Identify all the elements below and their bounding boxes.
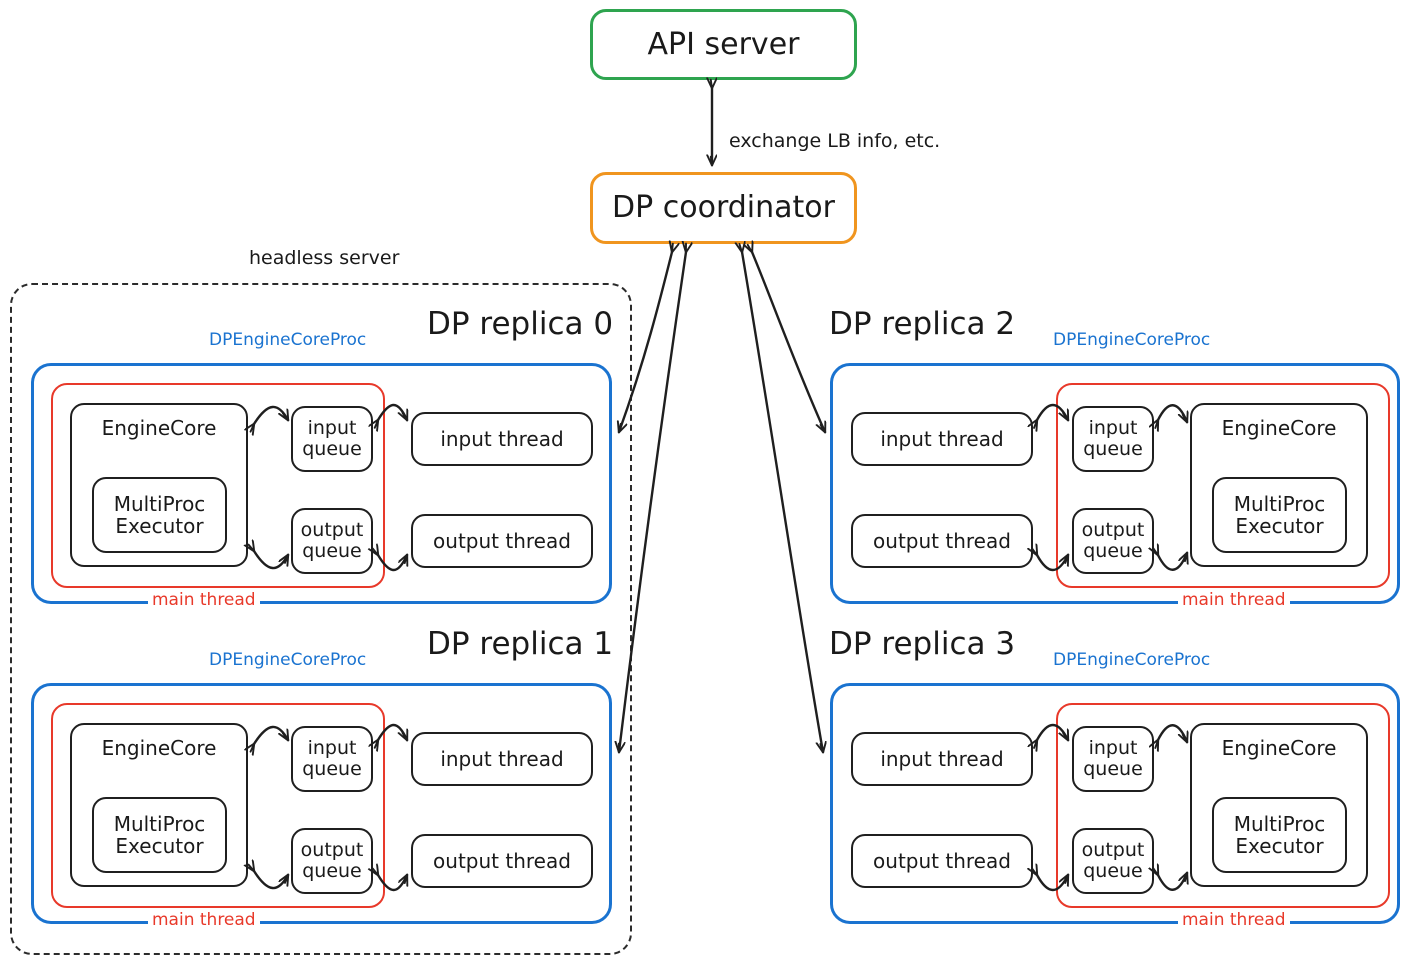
replica-2-engine-core[interactable]: EngineCore: [1190, 403, 1368, 567]
headless-server-label: headless server: [249, 247, 400, 269]
replica-0-output-thread[interactable]: output thread: [411, 514, 593, 568]
replica-2-input-thread[interactable]: input thread: [851, 412, 1033, 466]
replica-3-engine-core[interactable]: EngineCore: [1190, 723, 1368, 887]
replica-2-output-queue[interactable]: output queue: [1072, 508, 1154, 574]
replica-3-proc-label: DPEngineCoreProc: [1053, 650, 1211, 670]
exchange-link-label: exchange LB info, etc.: [729, 130, 941, 152]
replica-2-multiproc-executor[interactable]: MultiProc Executor: [1212, 477, 1347, 553]
replica-0-output-queue[interactable]: output queue: [291, 508, 373, 574]
replica-1-output-queue[interactable]: output queue: [291, 828, 373, 894]
replica-3-output-thread[interactable]: output thread: [851, 834, 1033, 888]
replica-1-input-queue[interactable]: input queue: [291, 726, 373, 792]
replica-2-proc-label: DPEngineCoreProc: [1053, 330, 1211, 350]
replica-1-title: DP replica 1: [427, 626, 614, 662]
replica-1-output-thread[interactable]: output thread: [411, 834, 593, 888]
replica-2-main-thread-label: main thread: [1178, 590, 1290, 610]
replica-0-proc-frame: [31, 363, 612, 604]
replica-3-main-thread-frame: [1056, 703, 1390, 908]
replica-2-input-queue[interactable]: input queue: [1072, 406, 1154, 472]
replica-0-main-thread-frame: [51, 383, 385, 588]
replica-3-input-queue[interactable]: input queue: [1072, 726, 1154, 792]
replica-0-proc-label: DPEngineCoreProc: [209, 330, 367, 350]
replica-1-multiproc-executor[interactable]: MultiProc Executor: [92, 797, 227, 873]
replica-0-multiproc-executor[interactable]: MultiProc Executor: [92, 477, 227, 553]
replica-2-title: DP replica 2: [829, 306, 1016, 342]
replica-1-proc-label: DPEngineCoreProc: [209, 650, 367, 670]
replica-3-engine-core-label: EngineCore: [1221, 736, 1337, 760]
replica-3-multiproc-executor[interactable]: MultiProc Executor: [1212, 797, 1347, 873]
replica-3-proc-frame: [830, 683, 1400, 924]
replica-2-engine-core-label: EngineCore: [1221, 416, 1337, 440]
replica-0-input-queue[interactable]: input queue: [291, 406, 373, 472]
replica-0-main-thread-label: main thread: [148, 590, 260, 610]
replica-2-main-thread-frame: [1056, 383, 1390, 588]
replica-3-output-queue[interactable]: output queue: [1072, 828, 1154, 894]
replica-2-output-thread[interactable]: output thread: [851, 514, 1033, 568]
replica-1-main-thread-frame: [51, 703, 385, 908]
replica-1-engine-core-label: EngineCore: [101, 736, 217, 760]
arrow-coordinator-replica-2: [752, 252, 825, 432]
replica-0-engine-core-label: EngineCore: [101, 416, 217, 440]
dp-coordinator-box[interactable]: DP coordinator: [590, 172, 857, 244]
replica-1-main-thread-label: main thread: [148, 910, 260, 930]
replica-2-proc-frame: [830, 363, 1400, 604]
replica-1-proc-frame: [31, 683, 612, 924]
arrow-coordinator-replica-3: [742, 252, 823, 752]
replica-1-engine-core[interactable]: EngineCore: [70, 723, 248, 887]
replica-3-title: DP replica 3: [829, 626, 1016, 662]
replica-3-input-thread[interactable]: input thread: [851, 732, 1033, 786]
replica-1-input-thread[interactable]: input thread: [411, 732, 593, 786]
replica-3-main-thread-label: main thread: [1178, 910, 1290, 930]
replica-0-engine-core[interactable]: EngineCore: [70, 403, 248, 567]
api-server-box[interactable]: API server: [590, 9, 857, 80]
replica-0-input-thread[interactable]: input thread: [411, 412, 593, 466]
replica-0-title: DP replica 0: [427, 306, 614, 342]
